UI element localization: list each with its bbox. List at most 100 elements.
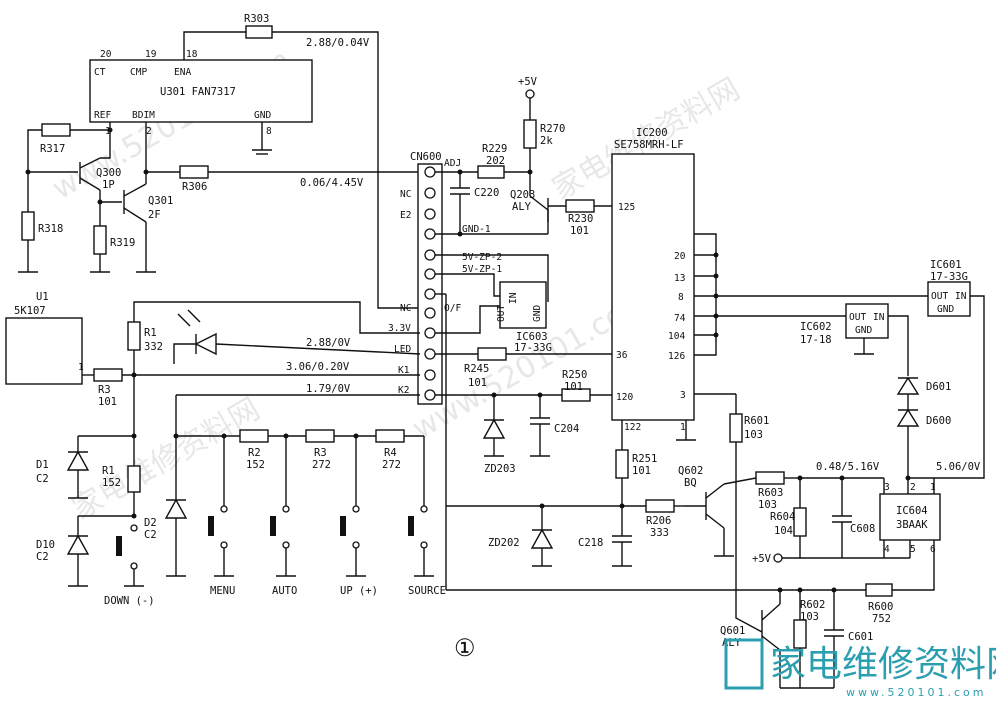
ic-ic602: IC602 17-18 OUT IN GND (800, 303, 889, 346)
svg-text:C601: C601 (848, 631, 873, 643)
svg-text:OUT: OUT (849, 312, 866, 323)
svg-text:333: 333 (650, 527, 669, 539)
ic-ic603: OUT IN GND IC603 17-33G (496, 281, 552, 354)
resistor-r206 (645, 499, 675, 513)
svg-text:103: 103 (744, 429, 763, 441)
resistor-r319 (93, 225, 107, 255)
svg-text:CN600: CN600 (410, 151, 442, 163)
svg-text:4: 4 (884, 544, 890, 555)
svg-text:5: 5 (910, 544, 916, 555)
svg-text:C218: C218 (578, 537, 603, 549)
resistor-r601 (729, 413, 743, 443)
svg-text:C2: C2 (36, 473, 49, 485)
svg-text:152: 152 (102, 477, 121, 489)
svg-text:+5V: +5V (518, 76, 538, 88)
button-source: SOURCE (408, 505, 446, 597)
cn600-pin (424, 288, 436, 300)
svg-text:3BAAK: 3BAAK (896, 519, 928, 531)
svg-text:R306: R306 (182, 181, 207, 193)
resistor-r317 (41, 123, 71, 137)
svg-text:IN: IN (955, 291, 967, 302)
cn600-pin (424, 348, 436, 360)
svg-text:101: 101 (570, 225, 589, 237)
svg-text:ADJ: ADJ (444, 158, 461, 169)
svg-text:2.88/0V: 2.88/0V (306, 337, 351, 349)
svg-text:IC602: IC602 (800, 321, 832, 333)
svg-text:5K107: 5K107 (14, 305, 46, 317)
svg-text:D600: D600 (926, 415, 951, 427)
u301-label: U301 FAN7317 (160, 86, 236, 98)
svg-text:3: 3 (680, 390, 686, 401)
svg-text:C2: C2 (144, 529, 157, 541)
svg-text:OUT: OUT (931, 291, 948, 302)
svg-text:17-33G: 17-33G (514, 342, 552, 354)
cn600-pin (424, 369, 436, 381)
svg-text:GND: GND (532, 305, 543, 322)
resistor-r600 (865, 583, 893, 597)
svg-text:101: 101 (564, 381, 583, 393)
ic-ic604: IC604 3BAAK 3 2 1 4 5 6 (879, 482, 941, 555)
svg-text:Q300: Q300 (96, 167, 121, 179)
svg-text:C220: C220 (474, 187, 499, 199)
svg-text:17-33G: 17-33G (930, 271, 968, 283)
svg-text:IC601: IC601 (930, 259, 962, 271)
transistor-q203: Q203 ALY (510, 172, 549, 234)
resistor-r1-152 (127, 465, 141, 493)
svg-text:332: 332 (144, 341, 163, 353)
cn600-pin (424, 187, 436, 199)
svg-text:20: 20 (674, 251, 686, 262)
resistor-r245 (477, 347, 507, 361)
button-down: DOWN (-) (104, 524, 155, 607)
svg-text:2k: 2k (540, 135, 553, 147)
svg-text:R604: R604 (770, 511, 795, 523)
cn600-pin (424, 307, 436, 319)
svg-text:U1: U1 (36, 291, 49, 303)
ic-ic200: IC200 SE758MRH-LF 125 20 13 8 74 104 126… (611, 127, 695, 433)
svg-text:SE758MRH-LF: SE758MRH-LF (614, 139, 684, 151)
svg-text:202: 202 (486, 155, 505, 167)
svg-text:17-18: 17-18 (800, 334, 832, 346)
led-indicator (177, 309, 217, 356)
cn600-pin (424, 208, 436, 220)
svg-text:Q301: Q301 (148, 195, 173, 207)
cn600-pin (424, 327, 436, 339)
ic-ic601: IC601 17-33G OUT IN GND (927, 259, 971, 317)
svg-text:www.520101.com: www.520101.com (846, 686, 986, 699)
svg-text:R230: R230 (568, 213, 593, 225)
svg-text:120: 120 (616, 392, 633, 403)
transistor-q300: Q300 1P (79, 157, 121, 191)
svg-text:C204: C204 (554, 423, 579, 435)
cn600-pin (424, 249, 436, 261)
svg-text:D10: D10 (36, 539, 55, 551)
svg-text:UP (+): UP (+) (340, 585, 378, 597)
svg-text:3: 3 (884, 482, 890, 493)
svg-text:R245: R245 (464, 363, 489, 375)
zener-d1: D1 C2 (36, 450, 90, 485)
svg-text:2: 2 (910, 482, 916, 493)
zener-zd203: ZD203 (482, 418, 516, 475)
svg-text:R600: R600 (868, 601, 893, 613)
svg-text:126: 126 (668, 351, 685, 362)
svg-text:C2: C2 (36, 551, 49, 563)
svg-text:Q602: Q602 (678, 465, 703, 477)
svg-text:101: 101 (632, 465, 651, 477)
svg-text:R3: R3 (98, 384, 111, 396)
svg-text:1: 1 (680, 422, 686, 433)
resistor-r603 (755, 471, 785, 485)
svg-text:NC: NC (400, 303, 411, 314)
svg-text:101: 101 (98, 396, 117, 408)
svg-text:R603: R603 (758, 487, 783, 499)
svg-text:+5V: +5V (752, 553, 772, 565)
svg-text:LED: LED (394, 344, 411, 355)
svg-text:GND: GND (937, 304, 954, 315)
svg-text:3.3V: 3.3V (388, 323, 411, 334)
svg-text:2F: 2F (148, 209, 161, 221)
svg-text:19: 19 (145, 49, 157, 60)
svg-text:REF: REF (94, 110, 111, 121)
svg-text:13: 13 (674, 273, 685, 284)
svg-text:BDIM: BDIM (132, 110, 155, 121)
svg-text:R229: R229 (482, 143, 507, 155)
svg-text:5V-ZP-1: 5V-ZP-1 (462, 264, 502, 275)
svg-text:5V-ZP-2: 5V-ZP-2 (462, 252, 502, 263)
transistor-q602: Q602 BQ (678, 465, 725, 529)
